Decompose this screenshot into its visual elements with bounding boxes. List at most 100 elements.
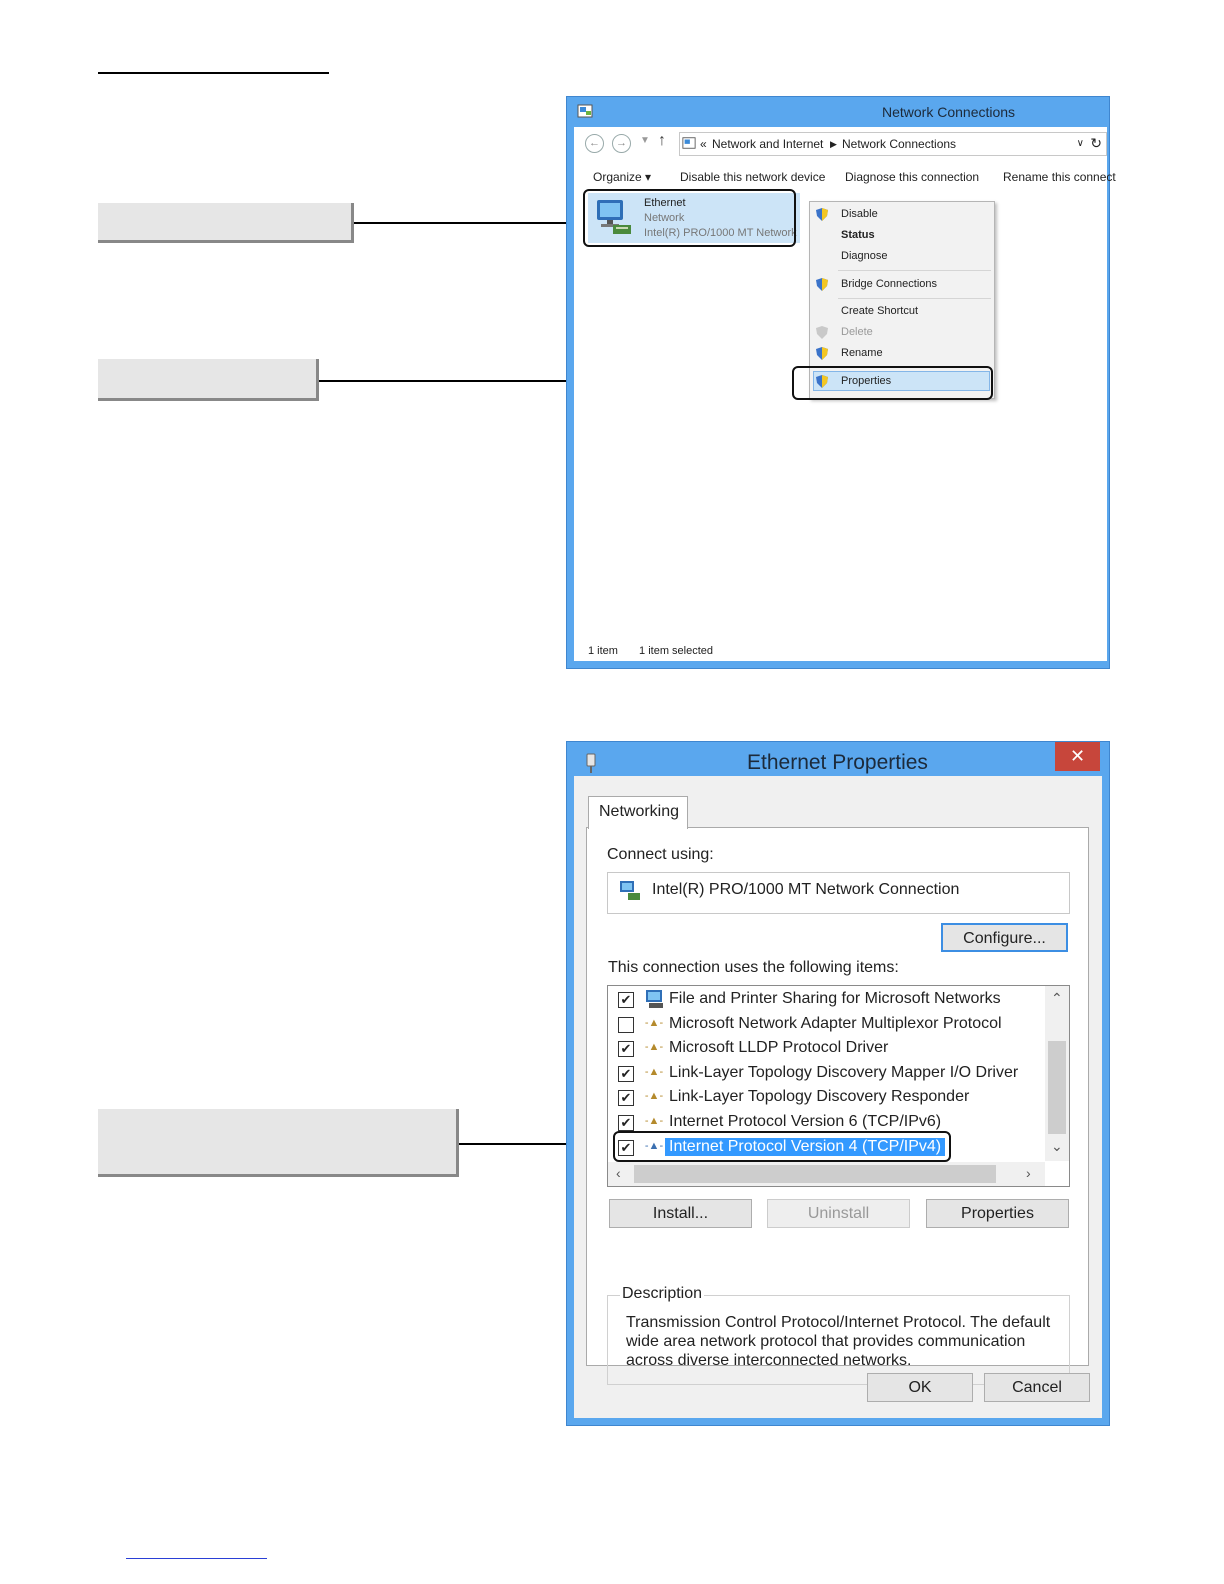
menu-properties-hover xyxy=(813,371,990,391)
protocol-icon: -▲- xyxy=(644,1090,664,1102)
list-item[interactable]: ✔ -▲- Link-Layer Topology Discovery Mapp… xyxy=(608,1063,1043,1087)
list-item[interactable]: ✔ -▲- Internet Protocol Version 6 (TCP/I… xyxy=(608,1112,1043,1136)
list-item[interactable]: ✔ -▲- Microsoft LLDP Protocol Driver xyxy=(608,1038,1043,1062)
configure-button[interactable]: Configure... xyxy=(941,923,1068,952)
item-label: Link-Layer Topology Discovery Responder xyxy=(669,1088,970,1105)
scroll-down-icon[interactable]: ⌄ xyxy=(1051,1138,1063,1154)
menu-disable[interactable]: Disable xyxy=(841,208,878,220)
protocol-icon: -▲- xyxy=(644,1115,664,1127)
rename-connection-button[interactable]: Rename this connect xyxy=(1003,170,1116,184)
recent-dropdown-icon[interactable]: ▼ xyxy=(640,135,650,146)
diagnose-connection-button[interactable]: Diagnose this connection xyxy=(845,170,980,184)
item-checkbox[interactable] xyxy=(618,1017,634,1033)
back-button[interactable]: ← xyxy=(585,134,604,153)
menu-create-shortcut[interactable]: Create Shortcut xyxy=(841,305,919,317)
network-folder-small-icon xyxy=(682,137,696,149)
properties-highlight-box xyxy=(792,366,993,400)
explorer-client: ← → ▼ ↑ « Network and Internet ▶ Network… xyxy=(574,127,1116,661)
horizontal-scroll-thumb[interactable] xyxy=(634,1165,996,1183)
menu-properties[interactable]: Properties xyxy=(841,375,892,387)
shield-disabled-icon xyxy=(816,326,828,339)
item-checkbox[interactable]: ✔ xyxy=(618,1066,634,1082)
protocol-icon: -▲- xyxy=(644,1066,664,1078)
item-properties-button[interactable]: Properties xyxy=(926,1199,1069,1228)
connect-using-label: Connect using: xyxy=(607,846,714,863)
menu-delete: Delete xyxy=(841,326,873,338)
status-selected-count: 1 item selected xyxy=(639,645,714,657)
menu-separator xyxy=(838,270,991,271)
address-bar[interactable]: « Network and Internet ▶ Network Connect… xyxy=(679,132,1107,156)
status-bar: 1 item 1 item selected xyxy=(588,645,713,657)
callout-ethernet-line xyxy=(354,222,582,224)
description-text: Transmission Control Protocol/Internet P… xyxy=(626,1314,1051,1369)
network-connections-window: Network Connections ← → ▼ ↑ « Network an… xyxy=(566,96,1116,669)
menu-bridge-connections[interactable]: Bridge Connections xyxy=(841,278,938,290)
network-folder-icon xyxy=(577,104,593,118)
callout-ipv4 xyxy=(98,1109,459,1177)
organize-button[interactable]: Organize ▾ xyxy=(593,170,652,184)
network-adapter-icon xyxy=(597,200,631,234)
vertical-scroll-thumb[interactable] xyxy=(1048,1041,1066,1134)
adapter-field: Intel(R) PRO/1000 MT Network Connection xyxy=(607,872,1070,914)
scroll-up-icon[interactable]: ⌃ xyxy=(1051,990,1063,1006)
refresh-icon[interactable]: ↻ xyxy=(1090,135,1102,151)
item-label: File and Printer Sharing for Microsoft N… xyxy=(669,990,1001,1007)
scroll-left-icon[interactable]: ‹ xyxy=(616,1165,621,1181)
item-checkbox[interactable]: ✔ xyxy=(618,992,634,1008)
protocol-icon: -▲- xyxy=(644,1140,664,1152)
scroll-right-icon[interactable]: › xyxy=(1026,1165,1031,1181)
shield-icon xyxy=(816,375,828,388)
vertical-scrollbar[interactable]: ⌃ ⌄ xyxy=(1045,986,1069,1161)
address-dropdown-icon[interactable]: ∨ xyxy=(1076,138,1084,149)
uninstall-button: Uninstall xyxy=(767,1199,910,1228)
item-checkbox[interactable]: ✔ xyxy=(618,1115,634,1131)
menu-diagnose[interactable]: Diagnose xyxy=(841,250,888,262)
install-button[interactable]: Install... xyxy=(609,1199,752,1228)
item-checkbox[interactable]: ✔ xyxy=(618,1140,634,1156)
item-checkbox[interactable]: ✔ xyxy=(618,1041,634,1057)
ethernet-properties-dialog: Ethernet Properties ✕ Connect using: Int… xyxy=(566,741,1110,1426)
ethernet-adapter-item[interactable]: Ethernet Network Intel(R) PRO/1000 MT Ne… xyxy=(588,193,800,243)
adapter-name: Ethernet xyxy=(644,197,686,209)
items-label: This connection uses the following items… xyxy=(608,959,899,976)
close-button[interactable]: ✕ xyxy=(1055,742,1100,771)
list-item[interactable]: ✔ -▲- Link-Layer Topology Discovery Resp… xyxy=(608,1087,1043,1111)
file-printer-sharing-icon xyxy=(646,990,663,1008)
protocol-icon: -▲- xyxy=(644,1041,664,1053)
menu-rename[interactable]: Rename xyxy=(841,347,883,359)
up-arrow-icon[interactable]: ↑ xyxy=(658,132,666,149)
list-item[interactable]: ✔ File and Printer Sharing for Microsoft… xyxy=(608,989,1043,1013)
callout-ipv4-line xyxy=(459,1143,613,1145)
breadcrumb-separator: « xyxy=(700,137,707,151)
breadcrumb-network-connections[interactable]: Network Connections xyxy=(842,137,957,151)
menu-status[interactable]: Status xyxy=(841,229,875,241)
item-label: Link-Layer Topology Discovery Mapper I/O… xyxy=(669,1064,1019,1081)
networking-panel: Connect using: Intel(R) PRO/1000 MT Netw… xyxy=(586,827,1089,1385)
description-label: Description xyxy=(620,1285,705,1303)
item-checkbox[interactable]: ✔ xyxy=(618,1090,634,1106)
adapter-device: Intel(R) PRO/1000 MT Network xyxy=(644,227,797,239)
description-group: Description Transmission Control Protoco… xyxy=(607,1285,1070,1385)
ok-button[interactable]: OK xyxy=(867,1373,973,1402)
command-bar: Organize ▾ Disable this network device D… xyxy=(574,162,1116,192)
items-list[interactable]: ✔ File and Printer Sharing for Microsoft… xyxy=(607,985,1070,1187)
horizontal-scrollbar[interactable]: ‹ › xyxy=(608,1162,1045,1186)
callout-ethernet xyxy=(98,203,354,243)
disable-device-button[interactable]: Disable this network device xyxy=(680,170,826,184)
heading-rule xyxy=(98,72,329,74)
list-item-selected[interactable]: ✔ -▲- Internet Protocol Version 4 (TCP/I… xyxy=(608,1137,1043,1161)
shield-icon xyxy=(816,347,828,360)
ethernet-highlight-box xyxy=(583,189,796,247)
dialog-title: Ethernet Properties xyxy=(747,751,928,774)
item-label: Internet Protocol Version 4 (TCP/IPv4) xyxy=(665,1138,946,1156)
protocol-icon: -▲- xyxy=(644,1017,664,1029)
callout-properties-line xyxy=(319,380,792,382)
cancel-button[interactable]: Cancel xyxy=(984,1373,1090,1402)
adapter-name: Intel(R) PRO/1000 MT Network Connection xyxy=(652,881,960,898)
menu-separator xyxy=(838,298,991,299)
breadcrumb-network-and-internet[interactable]: Network and Internet xyxy=(712,137,824,151)
ipv4-highlight-box xyxy=(613,1131,951,1162)
forward-button[interactable]: → xyxy=(612,134,631,153)
list-item[interactable]: -▲- Microsoft Network Adapter Multiplexo… xyxy=(608,1014,1043,1038)
tab-networking[interactable]: Networking xyxy=(588,796,688,829)
